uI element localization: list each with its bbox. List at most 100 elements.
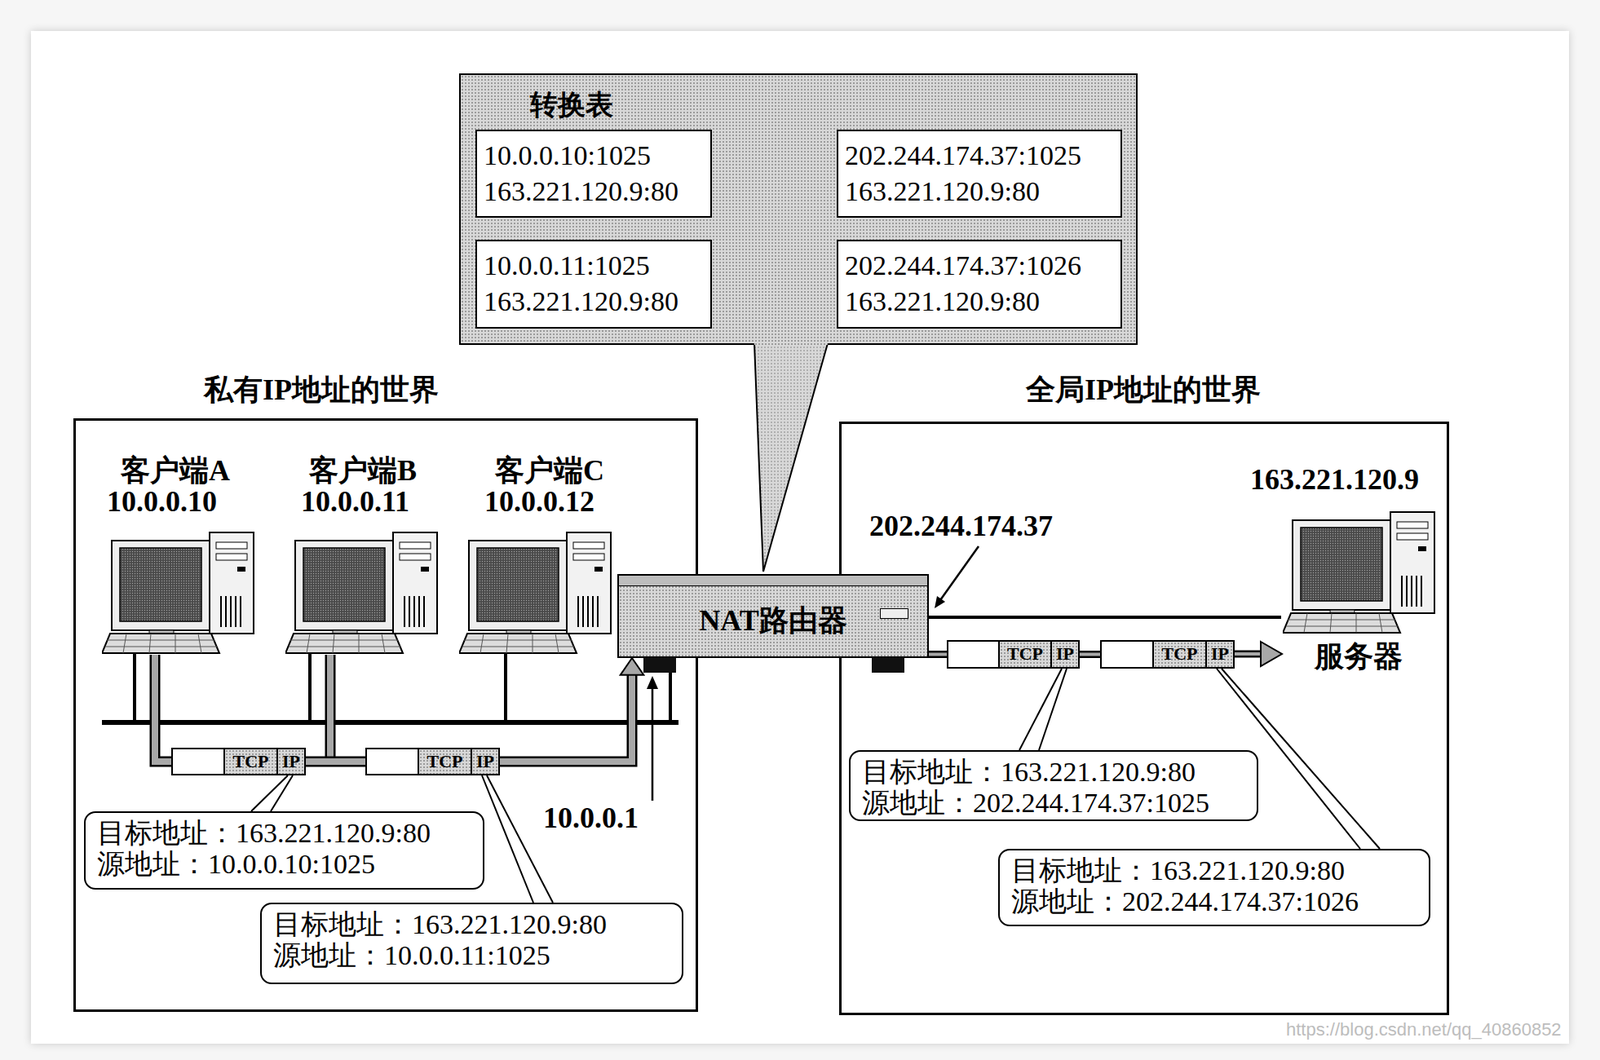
leader-line: [481, 775, 553, 903]
tube-outline: [499, 673, 633, 762]
client-name: 客户端A: [120, 453, 230, 488]
text-line: 目标地址：163.221.120.9:80: [273, 909, 671, 941]
text-line: 202.244.174.37:1025: [844, 137, 1114, 174]
connector: [251, 775, 293, 812]
header-field: 目标地址：163.221.120.9:80: [273, 909, 607, 941]
header-field: 源地址：10.0.0.10:1025: [97, 848, 376, 880]
tube-fill: [499, 673, 633, 762]
header-name: IP: [1056, 641, 1075, 667]
packet-route-fill: [327, 654, 334, 761]
packet-box: TCP IP: [946, 640, 1080, 669]
packet-payload: [948, 641, 999, 668]
leader-line: [1019, 668, 1067, 751]
header-name: IP: [282, 749, 301, 774]
packet-payload: [1101, 641, 1153, 668]
callout-tail: [754, 344, 828, 572]
socket-address: 163.221.120.9:80: [844, 283, 1040, 320]
text-line: 10.0.0.10:1025: [483, 137, 704, 174]
header-name: TCP: [427, 749, 464, 774]
ip-address-label: 163.221.120.9: [1250, 462, 1419, 497]
client-computer: [285, 532, 438, 654]
connector: [305, 761, 366, 763]
socket-address: 163.221.120.9:80: [483, 173, 679, 210]
router-lid: [618, 575, 928, 587]
header-name: TCP: [233, 749, 270, 774]
ip-header: IP: [1205, 641, 1234, 668]
packet-box: TCP IP: [171, 747, 306, 776]
text-line: 目标地址：163.221.120.9:80: [97, 817, 472, 849]
connector: [481, 775, 553, 903]
ip-address-label: 10.0.0.10: [106, 484, 217, 519]
wan-cable: [928, 615, 1282, 619]
header-callout: 目标地址：163.221.120.9:80源地址：202.244.174.37:…: [998, 848, 1431, 927]
leader-arrowhead: [934, 596, 946, 609]
ip-header: IP: [276, 749, 305, 774]
client-computer: [101, 532, 254, 654]
header-field: 源地址：202.244.174.37:1026: [1011, 886, 1359, 918]
translation-table-callout: 转换表10.0.0.10:1025163.221.120.9:80202.244…: [459, 73, 1138, 345]
text-line: 源地址：10.0.0.10:1025: [97, 848, 472, 880]
server-name: 服务器: [1314, 639, 1403, 674]
header-callout: 目标地址：163.221.120.9:80源地址：202.244.174.37:…: [848, 750, 1259, 822]
packet-payload: [366, 749, 418, 774]
connector: [1079, 654, 1101, 655]
client-computer: [459, 532, 611, 654]
region-heading: 私有IP地址的世界: [203, 371, 439, 408]
socket-address: 10.0.0.10:1025: [483, 137, 651, 174]
packet-box: TCP IP: [1100, 640, 1235, 669]
text-line: 163.221.120.9:80: [844, 173, 1114, 210]
tail-join: [754, 342, 828, 345]
leader-line: [940, 546, 979, 601]
text-line: 目标地址：163.221.120.9:80: [861, 756, 1246, 788]
socket-address: 202.244.174.37:1026: [844, 247, 1082, 284]
tube-fill: [305, 758, 366, 765]
text-line: 202.244.174.37:1026: [844, 247, 1114, 284]
router-foot: [643, 658, 677, 673]
nat-router: NAT路由器: [617, 574, 929, 659]
text-line: 源地址：202.244.174.37:1025: [861, 787, 1246, 819]
socket-address: 10.0.0.11:1025: [483, 247, 650, 284]
tube-fill: [928, 653, 947, 657]
text-line: 163.221.120.9:80: [483, 283, 704, 320]
tube-outline: [928, 650, 947, 659]
header-field: 目标地址：163.221.120.9:80: [861, 756, 1196, 788]
packet-route-outline: [1234, 650, 1263, 659]
ip-address-label: 202.244.174.37: [869, 508, 1053, 544]
socket-address: 163.221.120.9:80: [483, 283, 679, 320]
client-name: 客户端B: [309, 453, 417, 488]
drop-cable: [134, 653, 671, 723]
socket-address: 163.221.120.9:80: [844, 173, 1040, 210]
packet-route-outline: [154, 654, 173, 762]
header-name: TCP: [1162, 641, 1198, 667]
arrowhead: [620, 658, 645, 676]
router-foot: [871, 658, 905, 673]
region-heading: 全局IP地址的世界: [1025, 371, 1261, 408]
lan-bus: [101, 720, 679, 725]
tube-fill: [1079, 653, 1101, 657]
callout-title: 转换表: [530, 88, 614, 123]
tcp-header: TCP: [998, 641, 1051, 668]
header-field: 目标地址：163.221.120.9:80: [97, 817, 431, 849]
text-line: 源地址：10.0.0.11:1025: [273, 940, 671, 972]
route-arrowhead: [1260, 641, 1282, 667]
ip-address-label: 10.0.0.11: [300, 484, 410, 519]
text-line: 163.221.120.9:80: [844, 283, 1114, 320]
connector: [754, 343, 828, 572]
status-light: [879, 608, 909, 619]
text-line: 10.0.0.11:1025: [483, 247, 704, 284]
ip-address-label: 10.0.0.1: [543, 800, 639, 836]
header-callout: 目标地址：163.221.120.9:80源地址：10.0.0.11:1025: [260, 902, 684, 985]
header-field: 目标地址：163.221.120.9:80: [1011, 855, 1345, 887]
device-name: NAT路由器: [698, 602, 847, 639]
server-computer: [1282, 512, 1435, 633]
tcp-header: TCP: [417, 749, 471, 774]
socket-address: 202.244.174.37:1025: [844, 137, 1082, 174]
packet-box: TCPIP: [365, 747, 500, 776]
connector: [1019, 668, 1067, 751]
header-field: 源地址：202.244.174.37:1025: [861, 787, 1210, 819]
watermark: https://blog.csdn.net/qq_40860852: [1286, 1019, 1562, 1041]
header-name: TCP: [1007, 641, 1044, 667]
leader-line: [651, 686, 655, 801]
connector: [928, 654, 947, 655]
packet-route-fill: [154, 654, 173, 762]
